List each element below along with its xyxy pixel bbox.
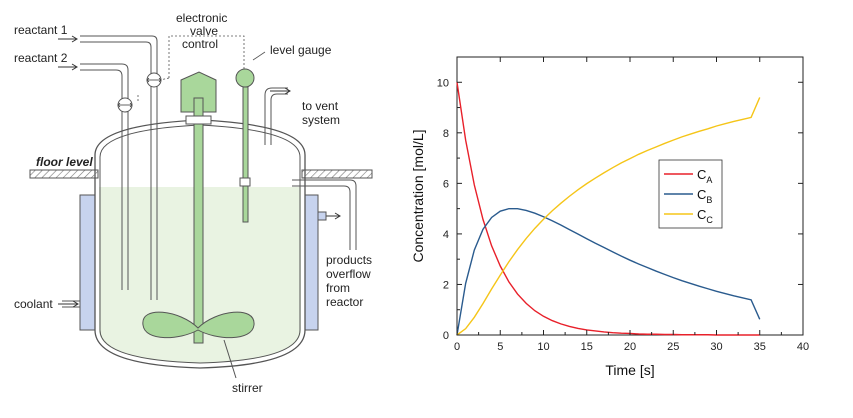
x-tick-label: 40 [797,341,809,353]
label-valve-2: valve [190,24,218,38]
x-tick-label: 25 [667,341,679,353]
x-axis-title: Time [s] [605,362,654,378]
reactant1-arrow [58,35,78,43]
x-tick-label: 30 [710,341,722,353]
level-gauge-rod [242,86,249,223]
coolant-pipe [62,300,80,308]
stirrer-blade [142,311,255,339]
label-level-gauge: level gauge [270,43,332,57]
y-axis-title: Concentration [mol/L] [410,129,426,262]
x-tick-label: 35 [754,341,766,353]
label-valve-1: electronic [176,11,227,25]
reactor-diagram: reactant 1 reactant 2 electronic valve c… [14,11,373,395]
label-reactant2: reactant 2 [14,51,68,65]
label-products-1: products [326,253,372,267]
coolant-arrow [58,300,79,308]
x-tick-label: 15 [581,341,593,353]
vessel-inner-wall [99,124,301,364]
vent-arrow [270,87,291,95]
x-tick-label: 0 [454,341,460,353]
x-tick-label: 20 [624,341,636,353]
floor-right [301,169,373,179]
y-tick-label: 4 [443,229,449,241]
y-tick-label: 10 [437,77,449,89]
x-tick-label: 5 [497,341,503,353]
y-tick-label: 8 [443,128,449,140]
label-reactant1: reactant 1 [14,23,68,37]
label-vent-2: system [302,113,340,127]
y-tick-label: 6 [443,178,449,190]
label-valve-3: control [182,37,218,51]
reactant2-pipe [80,63,129,290]
label-products-3: from [326,281,350,295]
label-vent-1: to vent [302,99,339,113]
valve-control-line [168,35,245,78]
label-products-4: reactor [326,295,363,309]
series-line-b [456,207,761,336]
reactant1-pipe [80,35,158,300]
x-tick-label: 10 [537,341,549,353]
y-tick-label: 2 [443,279,449,291]
overflow-pipe [292,179,357,250]
vent-pipe [264,87,288,145]
label-products-2: overflow [326,267,371,281]
plot-area [456,56,804,336]
floor-left [29,169,99,179]
label-stirrer: stirrer [232,381,263,395]
label-floor-level: floor level [36,155,93,169]
reactant2-arrow [58,63,78,71]
y-tick-label: 0 [443,330,449,342]
level-gauge-bulb [235,68,255,88]
stirrer-shaft [193,97,204,344]
stirrer-motor [180,71,217,113]
label-coolant: coolant [14,297,53,311]
series-line-c [456,97,761,336]
